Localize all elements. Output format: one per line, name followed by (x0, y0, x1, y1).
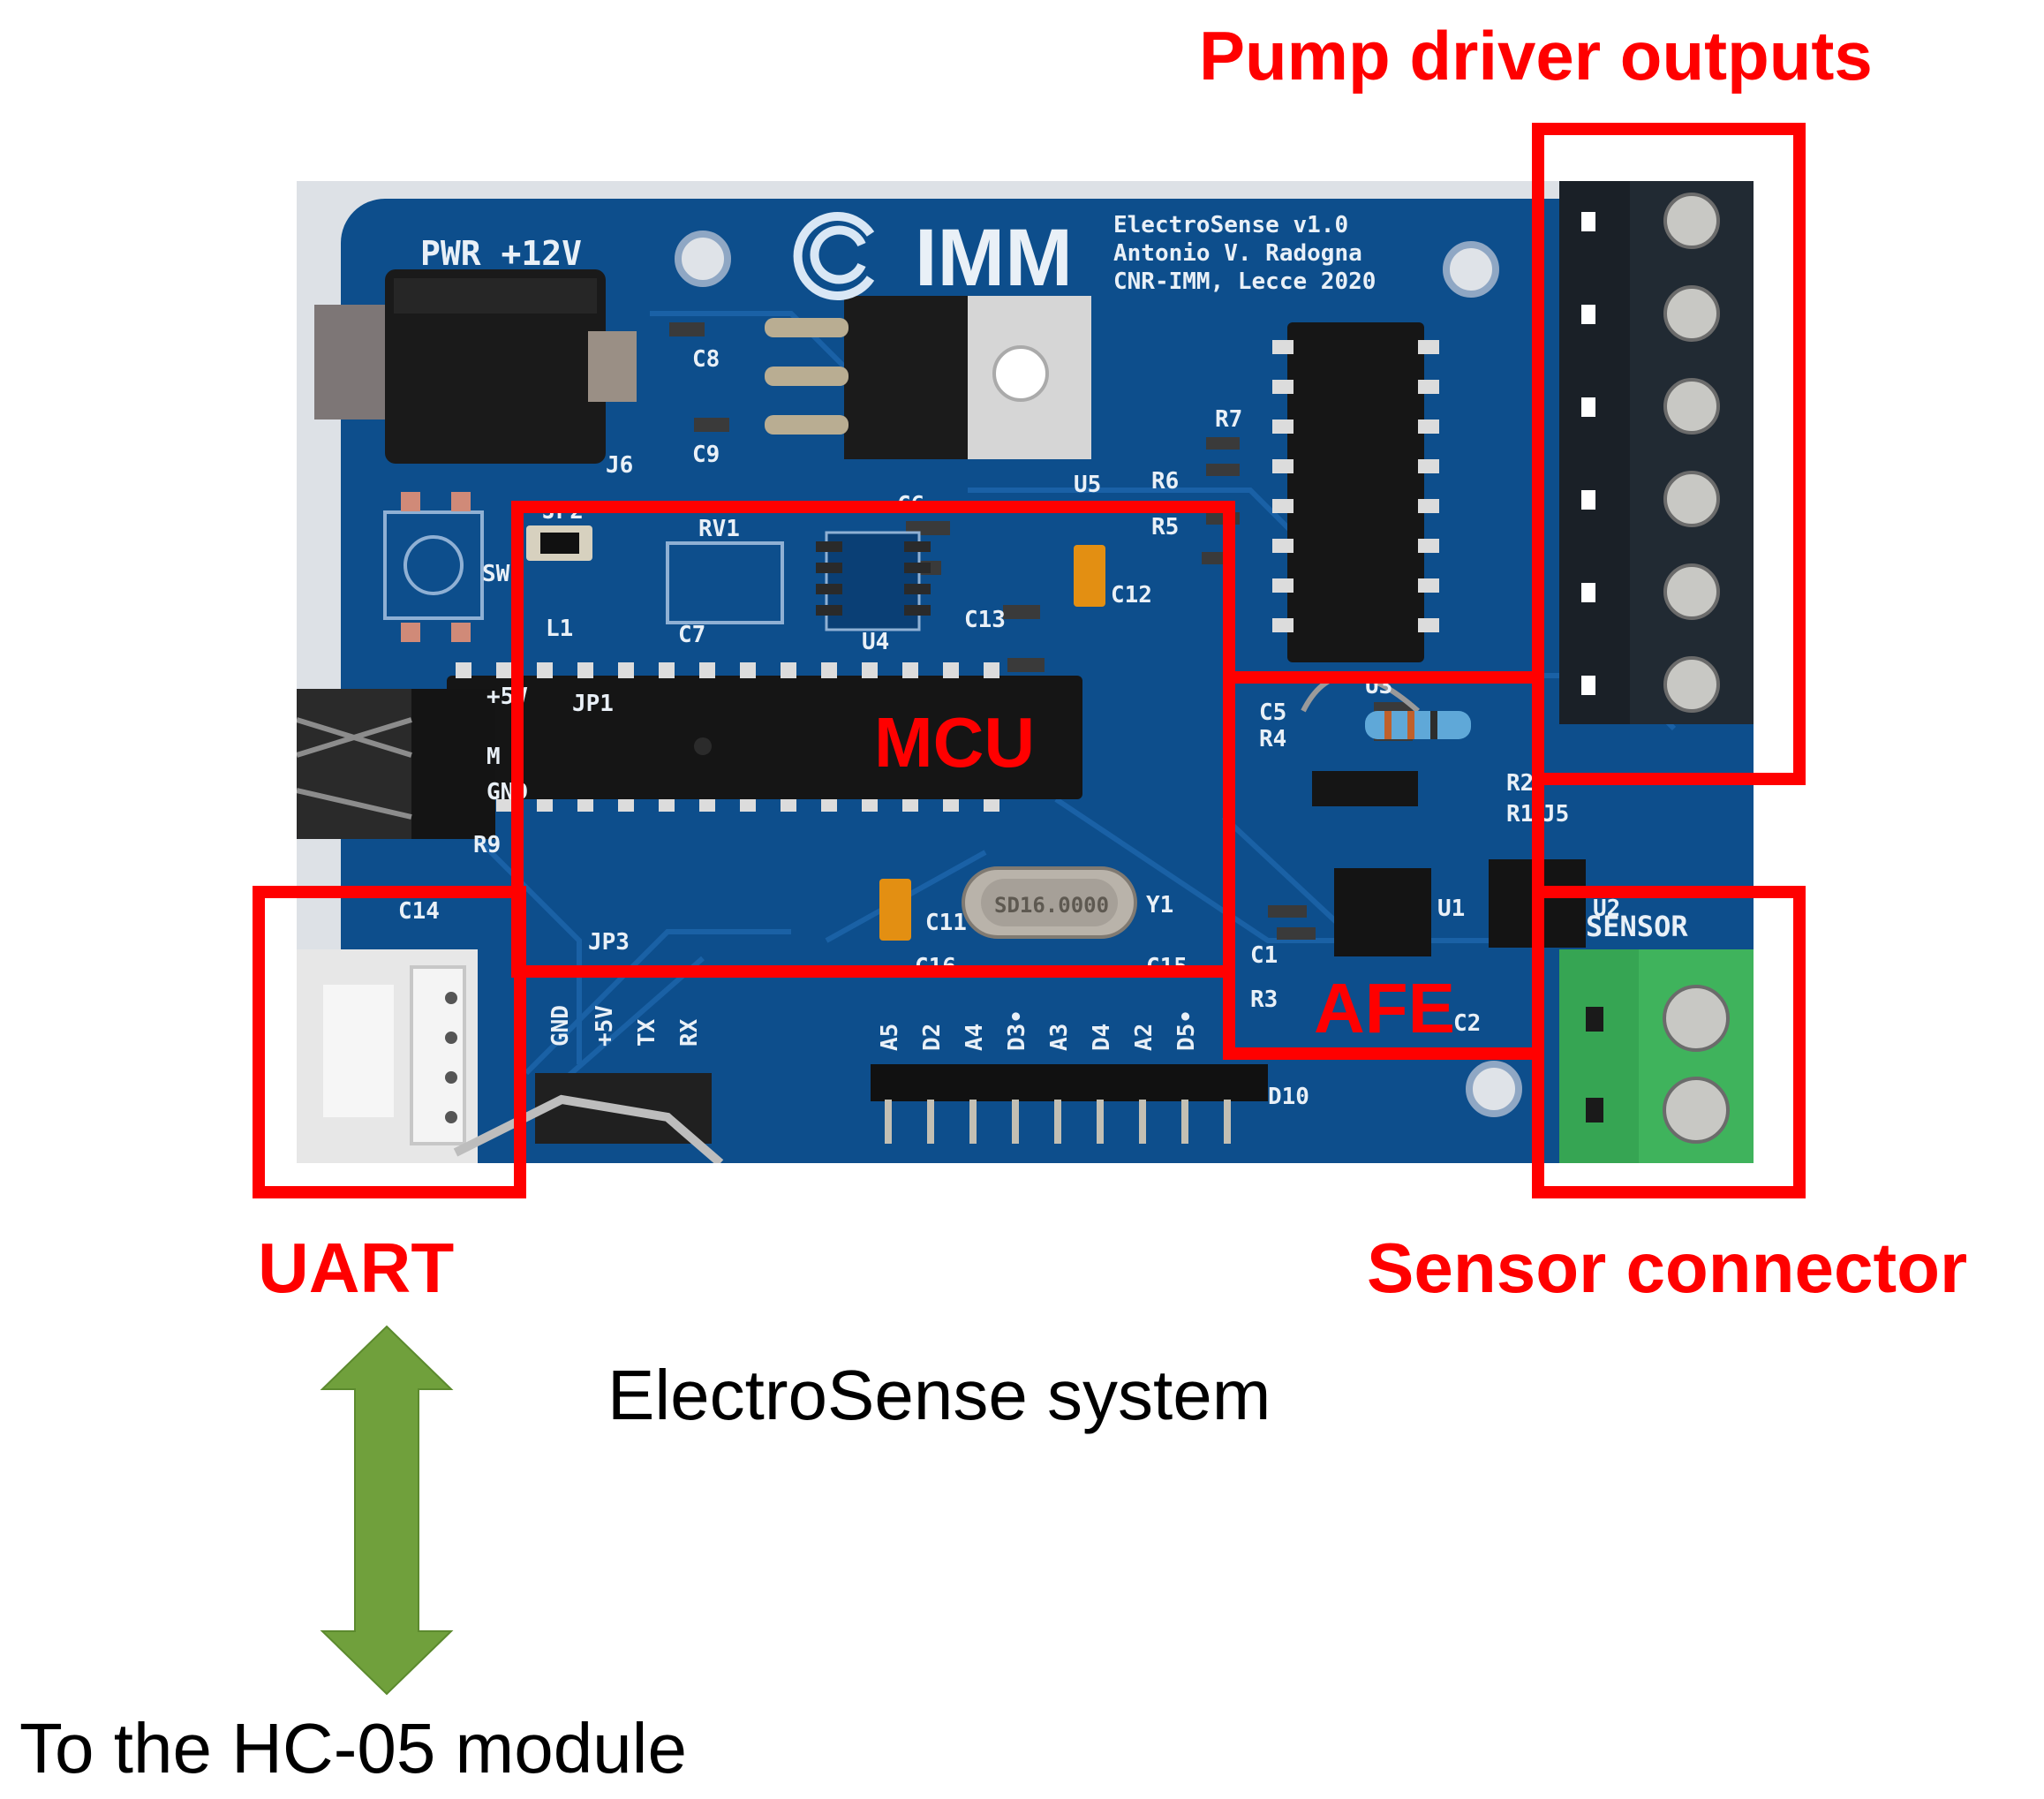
svg-text:R9: R9 (473, 832, 501, 858)
afe-label: AFE (1314, 969, 1455, 1047)
svg-text:C1: C1 (1250, 942, 1278, 969)
arrow-target-label: To the HC-05 module (19, 1709, 687, 1788)
analog-pin-labels: A5 D2 A4 D3• A3 D4 A2 D5• (877, 1009, 1200, 1051)
svg-text:C12: C12 (1111, 582, 1152, 608)
voltage-regulator (765, 296, 1091, 459)
svg-text:A3: A3 (1046, 1024, 1073, 1051)
crystal-y1 (962, 866, 1137, 939)
info-line1: ElectroSense v1.0 (1113, 212, 1348, 238)
mcu-label: MCU (874, 703, 1036, 782)
afe-parts (1301, 673, 1586, 956)
svg-text:R3: R3 (1250, 986, 1278, 1013)
tantalum-cap-c12 (1074, 545, 1105, 607)
dc-jack (314, 269, 637, 464)
svg-text:JP1: JP1 (572, 691, 614, 717)
pwr-label: PWR +12V (420, 234, 582, 273)
uart-label: UART (258, 1228, 455, 1307)
svg-text:R1: R1 (1506, 801, 1534, 828)
svg-text:C7: C7 (678, 622, 705, 648)
svg-text:U1: U1 (1437, 896, 1465, 922)
svg-text:D2: D2 (919, 1024, 946, 1051)
svg-text:+5V: +5V (592, 1005, 618, 1047)
sensor-terminal (1559, 949, 1754, 1163)
pump-driver-box (1532, 123, 1806, 785)
info-line2: Antonio V. Radogna (1113, 240, 1362, 267)
tantalum-cap-c10 (879, 879, 911, 941)
svg-text:D4: D4 (1089, 1024, 1115, 1051)
figure-caption: ElectroSense system (607, 1356, 1271, 1434)
svg-text:R7: R7 (1215, 406, 1242, 433)
svg-text:SW: SW (482, 561, 510, 587)
logo-text: IMM (915, 213, 1073, 303)
bottom-header (871, 1064, 1268, 1144)
svg-text:M: M (486, 744, 501, 770)
mounting-holes (675, 231, 1522, 1117)
jumper-jp2 (526, 525, 592, 561)
svg-text:D10: D10 (1268, 1084, 1309, 1110)
trimmer-rv1 (666, 541, 784, 624)
svg-text:R6: R6 (1151, 468, 1179, 495)
svg-text:A5: A5 (877, 1024, 903, 1051)
sensor-silk-label: SENSOR (1586, 910, 1688, 943)
svg-text:A4: A4 (962, 1024, 988, 1051)
svg-text:J5: J5 (1542, 801, 1569, 828)
svg-text:D5•: D5• (1173, 1009, 1200, 1051)
double-arrow (320, 1325, 454, 1696)
svg-text:J6: J6 (606, 452, 633, 479)
pump-driver-label: Pump driver outputs (1199, 17, 1873, 94)
svg-text:C5: C5 (1259, 699, 1286, 726)
svg-text:R4: R4 (1259, 726, 1286, 752)
svg-text:RX: RX (676, 1018, 703, 1047)
svg-text:GND: GND (547, 1005, 574, 1047)
info-line3: CNR-IMM, Lecce 2020 (1113, 268, 1376, 295)
mcu-box (511, 501, 1235, 978)
board-photo: IMM ElectroSense v1.0 Antonio V. Radogna… (297, 181, 1754, 1163)
uart-pin-labels: GND +5V TX RX (547, 1005, 703, 1047)
ic-u4 (816, 531, 931, 631)
svg-text:Y1: Y1 (1146, 892, 1173, 918)
svg-text:C8: C8 (692, 346, 720, 373)
crystal-label: SD16.0000 (994, 893, 1109, 918)
svg-text:U2: U2 (1593, 896, 1620, 922)
svg-text:C2: C2 (1453, 1010, 1481, 1037)
uart-connector (297, 949, 478, 1163)
svg-text:TX: TX (634, 1018, 660, 1047)
svg-text:L1: L1 (546, 616, 573, 642)
svg-text:JP3: JP3 (588, 929, 630, 956)
programming-header (297, 689, 495, 839)
svg-text:U4: U4 (862, 629, 889, 655)
svg-text:A2: A2 (1131, 1024, 1158, 1051)
svg-text:U5: U5 (1074, 472, 1101, 498)
imm-logo (793, 212, 875, 300)
svg-text:C13: C13 (964, 607, 1006, 633)
uart-header (453, 1073, 724, 1163)
uart-box (253, 886, 526, 1198)
pump-terminal-block (1559, 181, 1754, 724)
svg-text:C14: C14 (398, 898, 440, 925)
sensor-connector-label: Sensor connector (1367, 1228, 1968, 1307)
svg-text:R2: R2 (1506, 770, 1534, 797)
mcu-chip (447, 662, 1082, 812)
driver-ic-u3 (1272, 322, 1439, 662)
sensor-connector-box (1532, 886, 1806, 1198)
reset-switch (383, 492, 484, 642)
svg-text:D3•: D3• (1004, 1009, 1030, 1051)
svg-text:C11: C11 (925, 910, 967, 936)
svg-text:R5: R5 (1151, 514, 1179, 540)
svg-text:RV1: RV1 (698, 516, 740, 542)
svg-text:C9: C9 (692, 442, 720, 468)
